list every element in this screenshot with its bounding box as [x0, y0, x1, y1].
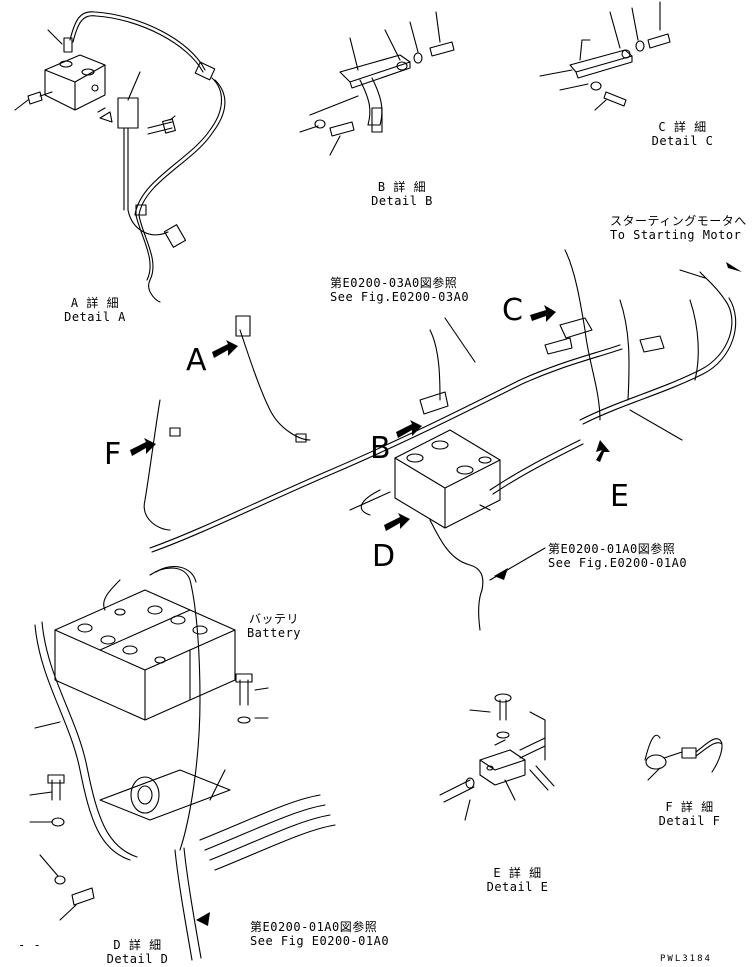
starting-motor-label-en: To Starting Motor [610, 228, 742, 242]
drawing-code: PWL3184 [660, 954, 712, 964]
detail-d-caption: D 詳 細 Detail D [100, 938, 175, 966]
detail-e-label-jp: E 詳 細 [493, 866, 542, 880]
ref-01a0-callout: 第E0200-01A0図参照 See Fig.E0200-01A0 [548, 542, 687, 570]
detail-c-caption: C 詳 細 Detail C [645, 120, 720, 148]
detail-c-label-jp: C 詳 細 [658, 120, 707, 134]
detail-f-label-en: Detail F [658, 814, 721, 828]
ref-03a0-callout: 第E0200-03A0図参照 See Fig.E0200-03A0 [330, 276, 469, 304]
battery-label-en: Battery [246, 626, 302, 640]
view-arrows [130, 262, 742, 926]
view-letter-d: D [372, 539, 396, 574]
detail-d-label-jp: D 詳 細 [113, 938, 162, 952]
detail-e-label-en: Detail E [486, 880, 549, 894]
starting-motor-callout: スターティングモータへ To Starting Motor [610, 214, 747, 242]
detail-d-drawing [29, 566, 336, 961]
ref-03a0-label-en: See Fig.E0200-03A0 [330, 290, 470, 304]
detail-d-label-en: Detail D [106, 952, 169, 966]
detail-e-drawing [439, 693, 555, 821]
starting-motor-label-jp: スターティングモータへ [610, 214, 747, 228]
detail-a-label-en: Detail A [64, 310, 126, 324]
ref-01a0-d-label-jp: 第E0200-01A0図参照 [250, 920, 378, 934]
detail-a-caption: A 詳 細 Detail A [60, 296, 130, 324]
detail-b-drawing [299, 11, 455, 156]
detail-f-caption: F 詳 細 Detail F [652, 800, 727, 828]
main-harness-drawing [143, 249, 737, 631]
detail-a-drawing [14, 11, 226, 303]
detail-a-label-jp: A 詳 細 [70, 296, 120, 310]
ref-01a0-d-label-en: See Fig E0200-01A0 [250, 934, 390, 948]
view-letter-a: A [186, 343, 208, 378]
view-letter-e: E [610, 479, 630, 514]
ref-01a0-d-callout: 第E0200-01A0図参照 See Fig E0200-01A0 [250, 920, 389, 948]
detail-c-drawing [539, 1, 671, 111]
detail-f-drawing [644, 734, 723, 781]
battery-callout: バッテリ Battery [244, 612, 304, 640]
dash-marks: - - [18, 938, 42, 952]
ref-03a0-label-jp: 第E0200-03A0図参照 [330, 276, 458, 290]
ref-01a0-label-jp: 第E0200-01A0図参照 [548, 542, 676, 556]
detail-b-caption: B 詳 細 Detail B [362, 180, 442, 208]
detail-b-label-jp: B 詳 細 [377, 180, 427, 194]
detail-f-label-jp: F 詳 細 [665, 800, 714, 814]
view-letter-c: C [502, 293, 524, 328]
detail-e-caption: E 詳 細 Detail E [480, 866, 555, 894]
view-letter-f: F [104, 437, 122, 472]
ref-01a0-label-en: See Fig.E0200-01A0 [548, 556, 688, 570]
detail-c-label-en: Detail C [651, 134, 714, 148]
view-letter-b: B [370, 431, 392, 466]
detail-b-label-en: Detail B [371, 194, 433, 208]
battery-label-jp: バッテリ [248, 612, 299, 626]
